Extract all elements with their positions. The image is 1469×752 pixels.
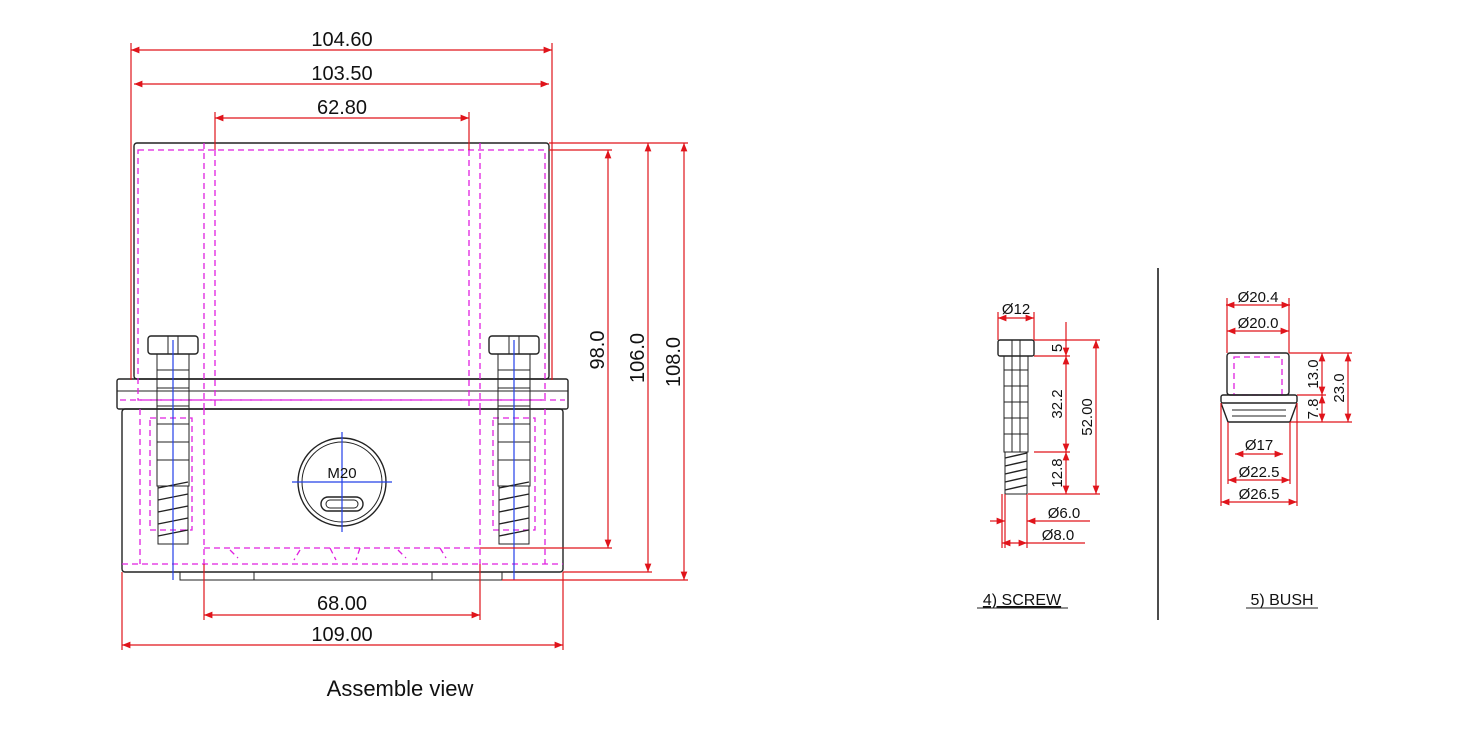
- screw-dim-52-00: 52.00: [1079, 398, 1096, 436]
- bush-dim-d17: Ø17: [1245, 437, 1273, 454]
- base-plate: [179, 571, 503, 581]
- flange-outline: [116, 378, 569, 410]
- cable-gland: M20: [292, 432, 392, 532]
- dim-98-0: 98.0: [587, 331, 609, 370]
- bush-dim-23-0: 23.0: [1331, 373, 1348, 402]
- bush-dim-d26-5: Ø26.5: [1239, 486, 1280, 503]
- bush-dim-13-0: 13.0: [1305, 359, 1322, 388]
- screw-dim-32-2: 32.2: [1049, 389, 1066, 418]
- screw-dim-12-8: 12.8: [1049, 458, 1066, 487]
- bush-view: Ø20.4 Ø20.0 13.0 7.8 23.0 Ø17 Ø22.5 Ø26.…: [1220, 289, 1352, 609]
- bush-dim-d20-4: Ø20.4: [1238, 289, 1279, 306]
- screw-dim-d12: Ø12: [1002, 301, 1030, 318]
- assembly-dimensions: 104.60 103.50 62.80 98.0 106.0 108.0: [121, 29, 688, 650]
- dim-106-0: 106.0: [627, 333, 649, 383]
- dim-108-0: 108.0: [663, 337, 685, 387]
- screw-dim-d6: Ø6.0: [1048, 505, 1081, 522]
- dim-68-00: 68.00: [317, 593, 367, 615]
- assembly-caption: Assemble view: [327, 676, 474, 701]
- dim-62-80: 62.80: [317, 97, 367, 119]
- bush-dim-7-8: 7.8: [1305, 399, 1322, 420]
- cover-outline: [133, 142, 550, 380]
- bush-dim-d22-5: Ø22.5: [1239, 464, 1280, 481]
- assembly-view: M20 104.60 103.50 62.80 98: [116, 29, 688, 701]
- right-screw: [488, 335, 540, 580]
- left-screw: [147, 335, 199, 580]
- dim-109-00: 109.00: [311, 624, 372, 646]
- gland-label: M20: [327, 465, 356, 482]
- bush-dim-d20-0: Ø20.0: [1238, 315, 1279, 332]
- screw-dim-5: 5: [1049, 344, 1066, 352]
- screw-dim-d8: Ø8.0: [1042, 527, 1075, 544]
- dim-104-60: 104.60: [311, 29, 372, 51]
- dim-103-50: 103.50: [311, 63, 372, 85]
- screw-view: Ø12 5 32.2 12.8 52.00 Ø6.0 Ø8.0 4) SCREW: [977, 301, 1100, 609]
- bush-caption: 5) BUSH: [1250, 592, 1313, 609]
- screw-caption: 4) SCREW: [983, 592, 1062, 609]
- hidden-lines: [120, 143, 565, 565]
